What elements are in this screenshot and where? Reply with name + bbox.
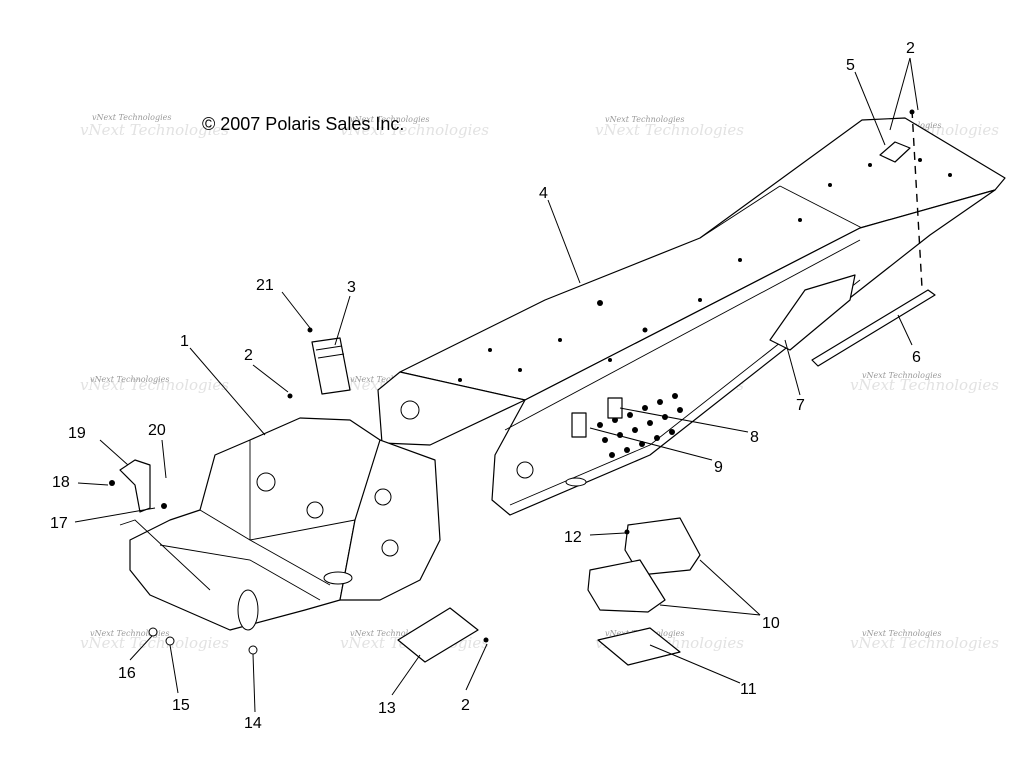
tunnel-part-4 (377, 117, 1006, 516)
leader-lines (74, 57, 919, 713)
callout-6: 6 (912, 349, 921, 366)
part-7-brace (769, 274, 856, 351)
part-13-plate (397, 607, 479, 663)
callout-3: 3 (347, 279, 356, 296)
callout-2-top: 2 (906, 40, 915, 57)
watermark-text: vNext Technologies (862, 371, 941, 380)
watermark-text: vNext Technologies (350, 375, 429, 384)
part-11-plate (597, 627, 681, 666)
watermark-ghost: vNext Technologies (595, 121, 744, 139)
callout-17: 17 (50, 515, 68, 532)
callout-2-bottom: 2 (461, 697, 470, 714)
watermark-ghost: vNext Technologies (850, 376, 999, 394)
watermark-text: vNext Technologies (350, 629, 429, 638)
callout-8: 8 (750, 429, 759, 446)
fasteners (109, 109, 915, 655)
watermark-text: vNext Technologies (92, 113, 171, 122)
watermark-text: vNext Technologies (350, 115, 429, 124)
watermark-ghost: vNext Technologies (80, 634, 229, 652)
watermark-text: vNext Technologies (90, 375, 169, 384)
watermark-text: vNext Technologies (605, 115, 684, 124)
callout-12: 12 (564, 529, 582, 546)
part-5-bracket (879, 141, 911, 163)
callout-7: 7 (796, 397, 805, 414)
callout-14: 14 (244, 715, 262, 732)
callout-5: 5 (846, 57, 855, 74)
callout-15: 15 (172, 697, 190, 714)
callout-1: 1 (180, 333, 189, 350)
callout-10: 10 (762, 615, 780, 632)
callout-19: 19 (68, 425, 86, 442)
part-10-guards (587, 517, 701, 613)
callout-labels: 1 2 2 2 3 4 5 6 7 8 9 10 11 12 13 14 15 … (50, 40, 921, 732)
callout-11: 11 (740, 681, 757, 698)
callout-9: 9 (714, 459, 723, 476)
watermark-ghost: vNext Technologies (80, 376, 229, 394)
watermark-text: vNext Technologies (862, 629, 941, 638)
watermark-ghost: vNext Technologies (340, 121, 489, 139)
callout-13: 13 (378, 700, 396, 717)
callout-4: 4 (539, 185, 548, 202)
callout-16: 16 (118, 665, 136, 682)
callout-2-left: 2 (244, 347, 253, 364)
callout-21: 21 (256, 277, 274, 294)
bulkhead-part-1 (119, 417, 441, 631)
callout-20: 20 (148, 422, 166, 439)
callout-18: 18 (52, 474, 70, 491)
fastener-axis-line (911, 109, 923, 289)
part-3-module (311, 337, 351, 395)
part-6-rail (811, 289, 936, 367)
part-19-bracket (119, 459, 151, 513)
watermark-text: vNext Technologies (90, 629, 169, 638)
copyright-text: © 2007 Polaris Sales Inc. (202, 114, 404, 134)
watermark-ghost: vNext Technologies (850, 634, 999, 652)
watermark-ghost: vNext Technologies (80, 121, 229, 139)
